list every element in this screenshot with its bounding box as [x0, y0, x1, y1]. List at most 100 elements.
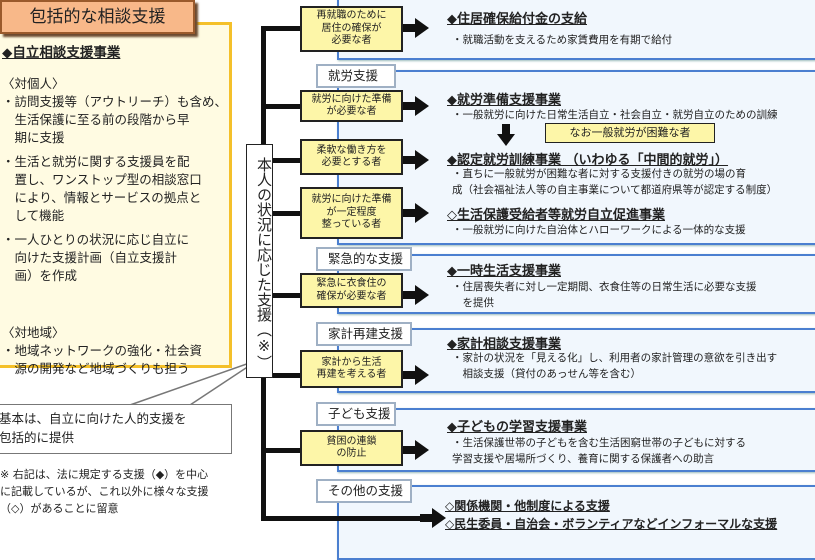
arrow-right-icon — [403, 150, 429, 170]
individual-line: 置し、ワンストップ型の相談窓口 — [2, 172, 202, 187]
condition-line: 必要な者 — [331, 35, 372, 47]
individual-line: 画）を作成 — [2, 268, 78, 283]
condition-line: 柔軟な働き方を — [316, 144, 387, 156]
program-title: ◆家計相談支援事業 — [447, 337, 561, 352]
callout-box: 基本は、自立に向けた人的支援を 包括的に提供 — [0, 404, 232, 454]
callout-line: 基本は、自立に向けた人的支援を — [0, 411, 187, 426]
arrow-down-icon — [497, 124, 515, 150]
condition-line: 居住の確保が — [321, 22, 382, 34]
footnote-line: （◇）があることに留意 — [0, 502, 119, 515]
program-description: ・直ちに一般就労が困難な者に対する支援付きの就労の場の育成（社会福祉法人等の自主… — [452, 166, 777, 198]
other-support-item: ◇関係機関・他制度による支援 — [445, 499, 610, 513]
condition-box: 家計から生活再建を考える者 — [300, 350, 403, 388]
description-line: ・生活保護世帯の子どもを含む生活困窮世帯の子どもに対する — [452, 437, 746, 449]
section-title: 包括的な相談支援 — [0, 0, 195, 34]
condition-box: 緊急に衣食住の確保が必要な者 — [300, 273, 403, 308]
condition-line: 確保が必要な者 — [316, 290, 387, 302]
connector-line — [261, 104, 301, 109]
arrow-right-icon — [403, 365, 429, 385]
condition-line: 貧困の連鎖 — [326, 435, 377, 447]
condition-line: 再建を考える者 — [316, 369, 387, 380]
condition-box: 就労に向けた準備が一定程度整っている者 — [300, 187, 403, 239]
other-support-item: ◇民生委員・自治会・ボランティアなどインフォーマルな支援 — [445, 517, 778, 531]
connector-line — [261, 158, 301, 163]
footnote-line: ※ 右記は、法に規定する支援（◆）を中心 — [0, 468, 209, 481]
program-title: ◆認定就労訓練事業 （いわゆる「中間的就労」） — [447, 153, 729, 168]
program-title: ◆子どもの学習支援事業 — [447, 420, 587, 435]
condition-line: 再就職のために — [316, 10, 387, 22]
condition-box: 就労に向けた準備が必要な者 — [300, 90, 403, 122]
community-label: 〈対地域〉 — [2, 325, 65, 340]
arrow-right-icon — [403, 203, 429, 223]
connector-line — [261, 211, 301, 216]
connector-line — [261, 293, 301, 298]
individual-line: により、情報とサービスの拠点と — [2, 190, 202, 205]
description-line: ・家計の状況を「見える化」し、利用者の家計管理の意欲を引き出す — [452, 352, 778, 364]
arrow-right-icon — [420, 508, 446, 528]
program-description: ・住居喪失者に対し一定期間、衣食住等の日常生活に必要な支援 を提供 — [452, 279, 757, 311]
footnote-line: に記載しているが、これ以外に様々な支援 — [0, 485, 209, 498]
individual-line: 向けた支援計画（自立支援計 — [2, 250, 178, 265]
condition-line: 家計から生活 — [321, 356, 382, 368]
description-line: を提供 — [452, 297, 494, 309]
condition-line: 緊急に衣食住の — [316, 278, 387, 289]
arrow-right-icon — [403, 18, 429, 38]
connector-line — [261, 373, 301, 378]
individual-line: して機能 — [2, 208, 65, 223]
condition-line: が一定程度 — [326, 206, 377, 218]
connector-line — [261, 26, 301, 31]
condition-box: 貧困の連鎖の防止 — [300, 430, 403, 466]
section-tab: その他の支援 — [316, 479, 412, 503]
community-line: 源の開発など地域づくりも担う — [2, 361, 190, 376]
individual-line: ・生活と就労に関する支援員を配 — [2, 154, 190, 169]
description-line: 学習支援や居場所づくり、養育に関する保護者への助言 — [452, 453, 715, 465]
individual-line: 期に支援 — [2, 130, 65, 145]
connector-line — [261, 448, 301, 453]
description-line: ・就職活動を支えるため家賃費用を有期で給付 — [452, 34, 673, 46]
program-description: ・生活保護世帯の子どもを含む生活困窮世帯の子どもに対する学習支援や居場所づくり、… — [452, 435, 746, 467]
description-line: ・住居喪失者に対し一定期間、衣食住等の日常生活に必要な支援 — [452, 281, 757, 293]
individual-line: ・一人ひとりの状況に応じ自立に — [2, 232, 190, 247]
condition-box: 柔軟な働き方を必要とする者 — [300, 139, 403, 175]
description-line: ・一般就労に向けた自治体とハローワークによる一体的な支援 — [452, 224, 746, 236]
condition-note: なお一般就労が困難な者 — [545, 123, 715, 143]
individual-line: ・訪問支援等（アウトリーチ）も含め、 — [2, 94, 228, 109]
condition-line: の防止 — [336, 448, 367, 459]
condition-line: 就労に向けた準備 — [311, 194, 392, 206]
condition-line: が必要な者 — [326, 106, 377, 117]
arrow-right-icon — [403, 285, 429, 305]
section-tab: 子ども支援 — [316, 402, 396, 426]
section-panel — [337, 408, 815, 472]
arrow-right-icon — [403, 96, 429, 116]
program-description: ・就職活動を支えるため家賃費用を有期で給付 — [452, 32, 672, 48]
program-description: ・一般就労に向けた自治体とハローワークによる一体的な支援 — [452, 222, 746, 238]
arrow-right-icon — [403, 440, 429, 460]
section-tab: 緊急的な支援 — [316, 247, 412, 271]
description-line: ・直ちに一般就労が困難な者に対する支援付きの就労の場の育 — [452, 168, 746, 180]
section-tab: 就労支援 — [316, 64, 396, 88]
individual-label: 〈対個人〉 — [2, 76, 65, 91]
description-line: 相談支援（貸付のあっせん等を含む） — [452, 368, 641, 380]
footnote: ※ 右記は、法に規定する支援（◆）を中心 に記載しているが、これ以外に様々な支援… — [0, 466, 208, 517]
condition-line: 就労に向けた準備 — [311, 93, 392, 105]
program-description: ・家計の状況を「見える化」し、利用者の家計管理の意欲を引き出す 相談支援（貸付の… — [452, 350, 777, 382]
program-title: ◆就労準備支援事業 — [447, 93, 561, 108]
condition-box: 再就職のために居住の確保が必要な者 — [300, 6, 403, 52]
description-line: 成（社会福祉法人等の自主事業について都道府県等が認定する制度） — [452, 184, 778, 196]
individual-line: 生活保護に至る前の段階から早 — [2, 112, 190, 127]
program-title: ◆一時生活支援事業 — [447, 264, 561, 279]
section-tab: 家計再建支援 — [316, 322, 412, 346]
connector-line — [261, 516, 431, 521]
program-title: ◇生活保護受給者等就労自立促進事業 — [447, 208, 665, 223]
program-title: ◆住居確保給付金の支給 — [447, 12, 587, 27]
condition-line: 整っている者 — [321, 219, 382, 231]
program-description: ・一般就労に向けた日常生活自立・社会自立・就労自立のための訓練 — [452, 107, 778, 123]
community-line: ・地域ネットワークの強化・社会資 — [2, 343, 203, 358]
condition-line: 必要とする者 — [321, 157, 382, 168]
callout-line: 包括的に提供 — [0, 430, 75, 445]
description-line: ・一般就労に向けた日常生活自立・社会自立・就労自立のための訓練 — [452, 109, 778, 121]
consultation-panel — [0, 22, 232, 368]
consultation-heading: ◆自立相談支援事業 — [2, 45, 121, 61]
section-panel — [337, 254, 815, 314]
center-label: 本人の状況に応じた支援（※） — [246, 144, 273, 378]
